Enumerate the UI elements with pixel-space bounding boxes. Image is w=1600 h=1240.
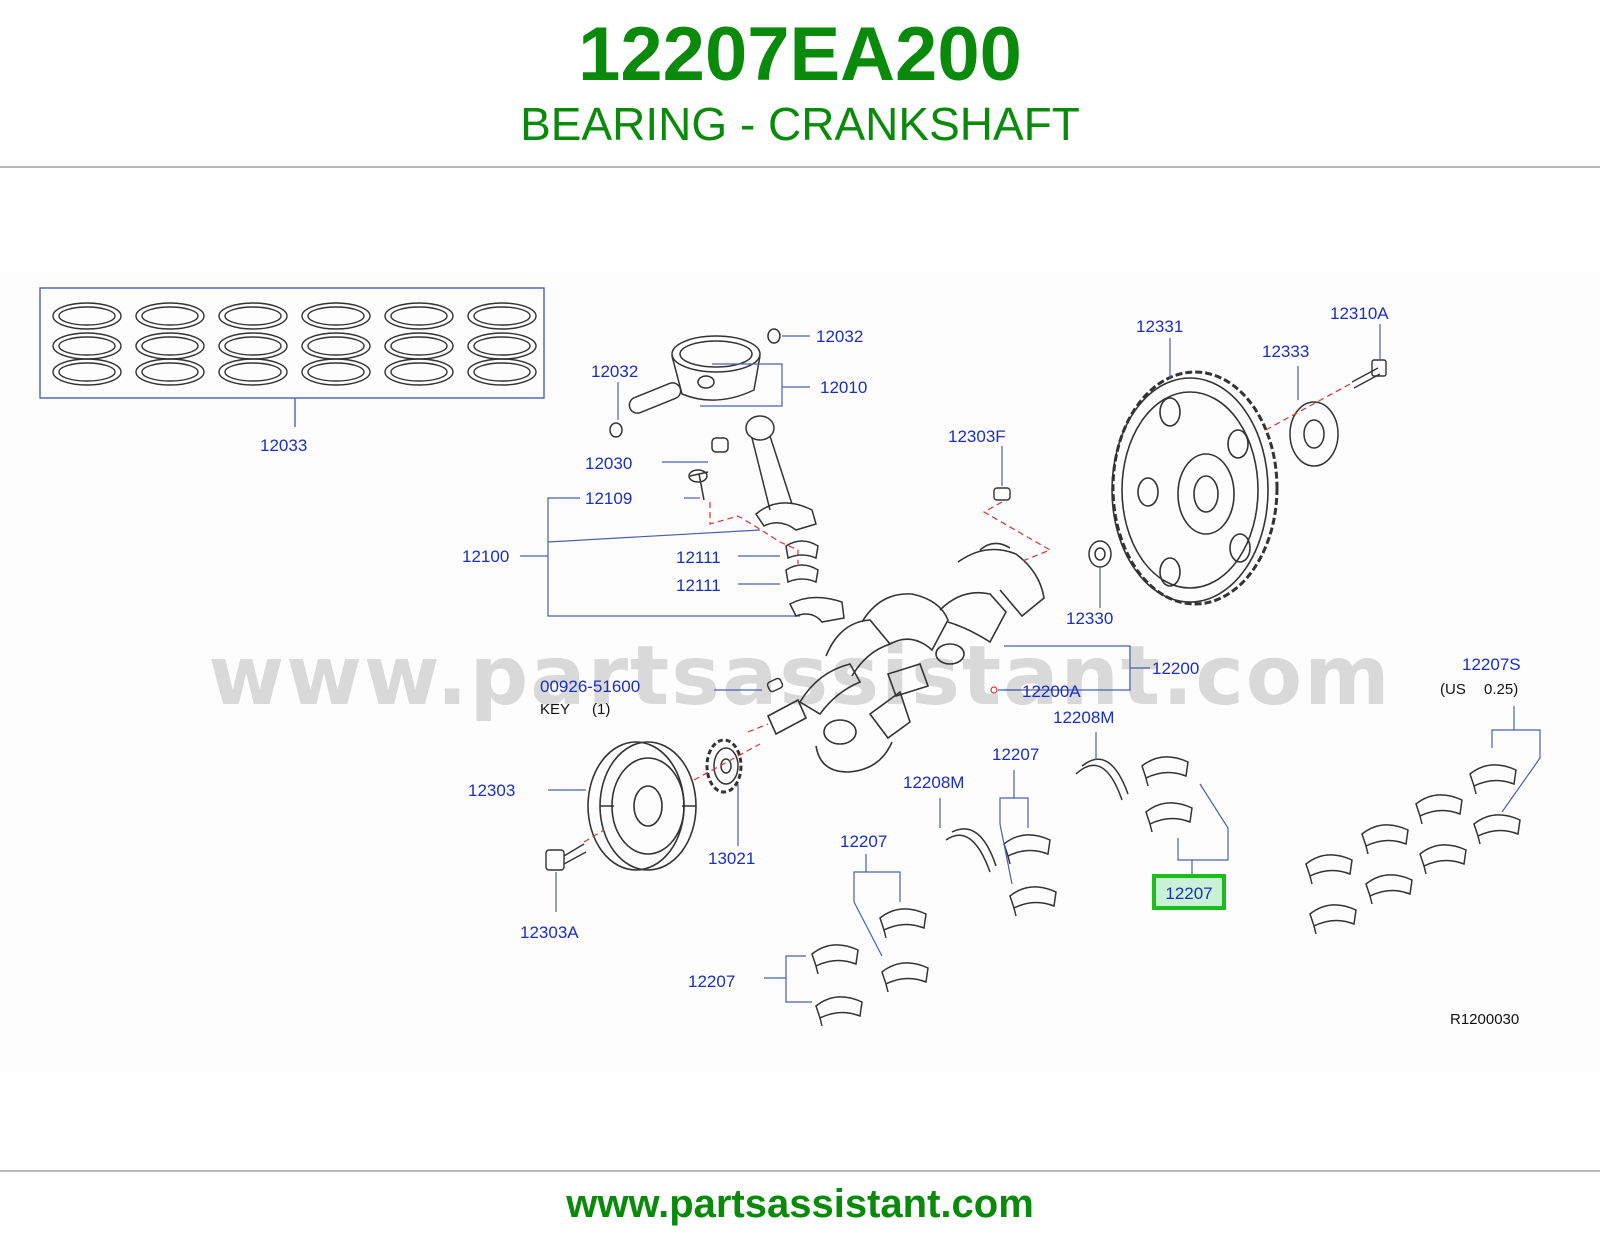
piston-ring-set[interactable] <box>39 287 545 427</box>
label-12111-lower[interactable]: 12111 <box>676 576 721 595</box>
thrust-washer-left[interactable] <box>945 828 997 873</box>
pilot-bushing[interactable] <box>1088 540 1112 568</box>
parts-diagram: www.partsassistant.com 12033 12032 12032… <box>0 272 1600 1072</box>
label-12207-highlighted[interactable]: 12207 <box>1165 884 1212 903</box>
label-12330[interactable]: 12330 <box>1066 609 1113 628</box>
part-number-title: 12207EA200 <box>578 12 1022 97</box>
label-12207-left-upper[interactable]: 12207 <box>840 832 887 851</box>
label-12200[interactable]: 12200 <box>1152 659 1199 678</box>
label-key: KEY <box>540 701 570 718</box>
main-bearing-pair-highlighted[interactable] <box>1141 756 1193 833</box>
label-12303F[interactable]: 12303F <box>948 427 1006 446</box>
footer-url-link[interactable]: www.partsassistant.com <box>566 1182 1034 1226</box>
highlight-box <box>1152 874 1226 910</box>
label-12032-left[interactable]: 12032 <box>591 362 638 381</box>
label-12100[interactable]: 12100 <box>462 547 509 566</box>
flywheel[interactable] <box>1111 370 1279 606</box>
diagram-ref-code: R1200030 <box>1450 1011 1519 1028</box>
crank-sprocket[interactable] <box>705 738 743 794</box>
header-divider <box>0 166 1600 168</box>
crankshaft[interactable] <box>766 542 1045 773</box>
reinforcement-plate[interactable] <box>1289 401 1339 467</box>
label-12208M-left[interactable]: 12208M <box>903 773 964 792</box>
label-00926-51600[interactable]: 00926-51600 <box>540 677 640 696</box>
label-12109[interactable]: 12109 <box>585 489 632 508</box>
label-12303A[interactable]: 12303A <box>520 923 579 942</box>
part-name-subtitle: BEARING - CRANKSHAFT <box>520 98 1080 150</box>
footer-divider <box>0 1170 1600 1172</box>
dowel-pin-12303f[interactable] <box>993 487 1011 501</box>
watermark-text: www.partsassistant.com <box>208 629 1391 724</box>
label-us: (US <box>1440 681 1466 698</box>
label-12030[interactable]: 12030 <box>585 454 632 473</box>
flywheel-bolt[interactable] <box>1351 359 1387 389</box>
parts-diagram-svg: www.partsassistant.com 12033 12032 12032… <box>39 287 1541 1028</box>
main-bearing-pair-left-lower[interactable] <box>811 944 863 1027</box>
connecting-rod[interactable] <box>688 415 817 531</box>
label-12303[interactable]: 12303 <box>468 781 515 800</box>
main-bearing-pair-left-upper[interactable] <box>879 908 929 993</box>
label-13021[interactable]: 13021 <box>708 849 755 868</box>
label-12200A[interactable]: 12200A <box>1022 682 1081 701</box>
piston[interactable] <box>609 328 781 438</box>
crank-key[interactable] <box>766 677 784 693</box>
main-bearing-pair-center[interactable] <box>1003 834 1057 917</box>
label-12333[interactable]: 12333 <box>1262 342 1309 361</box>
label-12033[interactable]: 12033 <box>260 436 307 455</box>
label-12208M-right[interactable]: 12208M <box>1053 708 1114 727</box>
label-12111-upper[interactable]: 12111 <box>676 548 721 567</box>
label-12207S[interactable]: 12207S <box>1462 655 1521 674</box>
pulley-bolt[interactable] <box>545 843 587 871</box>
label-12310A[interactable]: 12310A <box>1330 304 1389 323</box>
label-key-qty: (1) <box>592 701 610 718</box>
undersize-bearing-set[interactable] <box>1305 764 1521 935</box>
label-12032-right[interactable]: 12032 <box>816 327 863 346</box>
label-us-value: 0.25) <box>1484 681 1518 698</box>
con-rod-bearings[interactable] <box>785 540 845 623</box>
label-12207-left-lower[interactable]: 12207 <box>688 972 735 991</box>
thrust-washer-right[interactable] <box>1075 758 1129 801</box>
label-12207-center[interactable]: 12207 <box>992 745 1039 764</box>
label-12331[interactable]: 12331 <box>1136 317 1183 336</box>
crank-pulley[interactable] <box>587 741 697 871</box>
label-12010[interactable]: 12010 <box>820 378 867 397</box>
